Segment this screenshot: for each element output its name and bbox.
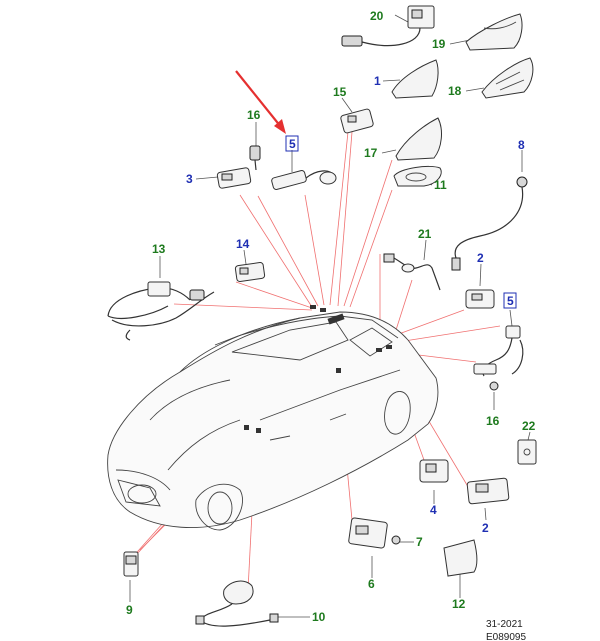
callout-labels: 20 19 1 18 15 16 5 17 8 3 11 13 14 21 2 … [126,9,536,624]
callout-12: 12 [452,597,466,611]
part-22-bracket [517,439,537,465]
part-19-shark-fin [465,13,523,51]
callout-7: 7 [416,535,423,549]
footer-date: 31-2021 [486,619,523,630]
callout-16-top: 16 [247,108,261,122]
part-12-plate [443,539,478,577]
callout-4: 4 [430,503,437,517]
callout-14: 14 [236,237,250,251]
part-1-antenna-cover [391,59,439,99]
part-13-harness [107,281,215,341]
callout-3: 3 [186,172,193,186]
callout-9: 9 [126,603,133,617]
part-5-harness-right [473,325,524,377]
part-7-screw [391,535,401,545]
callout-10: 10 [312,610,326,624]
car-location-markers [244,305,392,433]
part-6-control-unit [348,517,388,549]
callout-2-upper: 2 [477,251,484,265]
part-16-sensor-right [489,381,499,391]
callout-5-top: 5 [289,137,296,151]
part-20-antenna-cable [341,5,435,47]
callout-2-lower: 2 [482,521,489,535]
callout-18: 18 [448,84,462,98]
callout-1: 1 [374,74,381,88]
part-5-harness-top [271,169,337,191]
callout-5-box-right [503,292,517,309]
callout-5-box-top [285,135,299,152]
callout-21: 21 [418,227,432,241]
callout-15: 15 [333,85,347,99]
part-3-module [216,167,252,189]
callout-5-right: 5 [507,294,514,308]
part-9-connector [123,551,139,577]
callout-13: 13 [152,242,166,256]
part-16-sensor-top [249,145,261,171]
car-outline [107,311,439,531]
part-2-module-upper [465,289,495,309]
callout-22: 22 [522,419,536,433]
callout-8: 8 [518,138,525,152]
part-11-gasket [393,165,442,187]
footer-code: E089095 [486,632,526,641]
callout-20: 20 [370,9,384,23]
callout-6: 6 [368,577,375,591]
part-21-cable [383,253,441,291]
part-17-shark-fin [395,117,442,161]
part-10-gps-antenna [195,580,279,627]
callout-leaders [129,14,531,618]
red-arrow [235,70,286,134]
callout-19: 19 [432,37,446,51]
part-8-cable [451,176,528,271]
callout-16-right: 16 [486,414,500,428]
diagram-footer: 31-2021 E089095 [486,619,526,641]
part-18-antenna-base [481,57,534,99]
part-4-module [419,459,449,483]
part-2-module-lower [466,477,510,505]
callout-17: 17 [364,146,378,160]
part-14-connector [234,262,266,282]
callout-11: 11 [434,178,447,192]
part-15-module [340,108,374,134]
